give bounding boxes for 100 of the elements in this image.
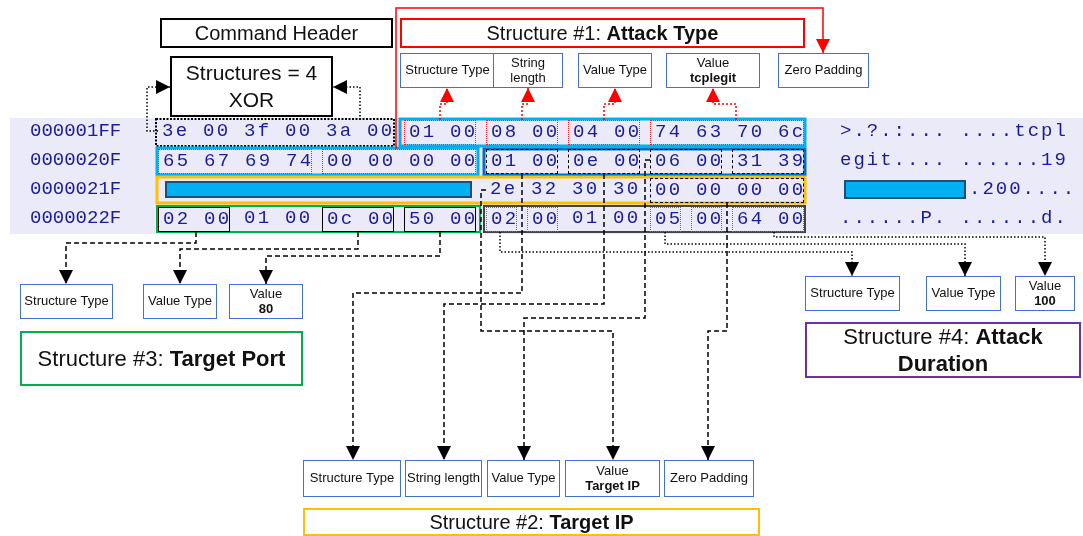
field-box <box>664 460 754 497</box>
hex-bytes: 08 00 <box>486 120 558 145</box>
section-title: Structure #3: Target Port <box>37 344 286 373</box>
connector-arrow <box>439 87 454 121</box>
address-label: 0000020F <box>30 149 122 171</box>
connector-arrow <box>521 87 535 121</box>
field-box <box>1015 276 1075 311</box>
connector-arrow <box>517 159 651 461</box>
hex-bytes: 32 30 <box>527 178 599 203</box>
hex-bytes: 31 39 <box>732 149 804 174</box>
hex-bytes: 64 00 <box>732 207 804 232</box>
field-box <box>805 276 900 311</box>
field-label: Value <box>1028 278 1062 294</box>
hex-bytes: 02 <box>486 207 517 232</box>
field-label: Zero Padding <box>784 63 863 78</box>
field-box <box>493 53 563 88</box>
hex-bytes: 3a 00 <box>322 120 394 145</box>
hex-bytes: 06 00 <box>650 149 722 174</box>
section-header-box <box>400 18 805 48</box>
field-label: Structure Type <box>309 471 395 486</box>
address-label: 0000021F <box>30 178 122 200</box>
hex-bytes: 65 67 69 74 <box>158 149 312 174</box>
hex-bytes: 05 <box>650 207 681 232</box>
connector-arrow <box>259 231 441 285</box>
field-label: Value Type <box>148 294 212 309</box>
field-label: String length <box>509 55 547 86</box>
field-box <box>143 284 217 319</box>
connector-arrow <box>480 189 620 461</box>
ascii-text: .200.... <box>969 178 1077 200</box>
hex-bytes: 00 <box>691 207 722 232</box>
header-text: XOR <box>228 86 275 113</box>
address-label: 000001FF <box>30 120 122 142</box>
field-label: Value <box>696 55 730 71</box>
address-label: 0000022F <box>30 207 122 229</box>
field-box <box>926 276 1001 311</box>
field-value: Target IP <box>585 478 640 494</box>
field-label: String length <box>407 471 480 486</box>
hex-bytes: 01 00 <box>404 120 476 145</box>
field-box <box>400 53 495 88</box>
hex-bytes: 0c 00 <box>322 207 394 232</box>
hex-bytes: 3f 00 <box>240 120 312 145</box>
hex-bytes: 00 <box>527 207 558 232</box>
connector-arrow <box>603 87 622 121</box>
connector-arrow <box>706 87 737 121</box>
connector-arrow <box>173 231 359 285</box>
field-label: Value Type <box>931 286 996 301</box>
hex-bytes: 74 63 70 6c <box>650 120 804 145</box>
hex-bytes: 00 <box>609 207 640 232</box>
redaction-bar <box>165 181 472 198</box>
field-value: 100 <box>1034 293 1056 309</box>
connector-arrow <box>499 231 859 277</box>
connector-arrow <box>395 7 830 150</box>
connector-arrow <box>146 80 171 132</box>
connector-arrow <box>664 231 972 277</box>
hex-bytes: 50 00 <box>404 207 476 232</box>
field-box <box>565 460 660 497</box>
hex-bytes: 01 00 <box>486 149 558 174</box>
field-box <box>666 53 760 88</box>
section-title: Structure #2: Target IP <box>429 509 634 535</box>
connector-arrow <box>59 231 197 285</box>
field-box <box>229 284 303 319</box>
ascii-text: ......P. ......d. <box>840 207 1068 229</box>
field-box <box>487 460 560 497</box>
connector-arrow <box>346 173 523 461</box>
connector-arrow <box>773 231 1052 277</box>
field-label: Value Type <box>491 471 556 486</box>
ascii-text: egit.... ......19 <box>840 149 1068 171</box>
hex-bytes: 04 00 <box>568 120 640 145</box>
hex-bytes: 02 00 <box>158 207 230 232</box>
hex-bytes: 01 <box>568 207 599 232</box>
field-label: Structure Type <box>24 294 109 309</box>
field-value: tcplegit <box>689 70 737 86</box>
field-box <box>778 53 869 88</box>
field-label: Value <box>596 463 629 479</box>
hex-bytes: 00 00 00 00 <box>322 149 476 174</box>
connector-arrow <box>437 173 605 461</box>
section-title: Structure #1: Attack Type <box>486 20 719 46</box>
hex-bytes: 2e <box>486 178 517 203</box>
hex-bytes: 3e 00 <box>158 120 230 145</box>
field-label: Value <box>249 286 283 302</box>
section-header-box <box>805 322 1081 378</box>
field-box <box>405 460 482 497</box>
field-box <box>578 53 652 88</box>
hex-bytes: 01 00 <box>240 207 312 232</box>
section-header-box <box>160 18 393 48</box>
section-title: Structure #4: Attack Duration <box>842 322 1044 378</box>
section-header-box <box>303 508 760 536</box>
connector-arrow <box>701 202 728 461</box>
field-label: Structure Type <box>405 63 490 78</box>
hex-bytes: 00 00 00 00 <box>650 178 804 203</box>
hex-bytes: 30 <box>609 178 640 203</box>
field-label: Value Type <box>583 63 647 78</box>
header-box <box>170 56 333 117</box>
hex-bytes: 0e 00 <box>568 149 640 174</box>
field-box <box>303 460 401 497</box>
ascii-text: >.?.:... ....tcpl <box>840 120 1068 142</box>
field-label: Structure Type <box>810 286 895 301</box>
section-title: Command Header <box>194 20 359 46</box>
field-box <box>20 284 113 319</box>
field-label: Zero Padding <box>669 471 749 486</box>
